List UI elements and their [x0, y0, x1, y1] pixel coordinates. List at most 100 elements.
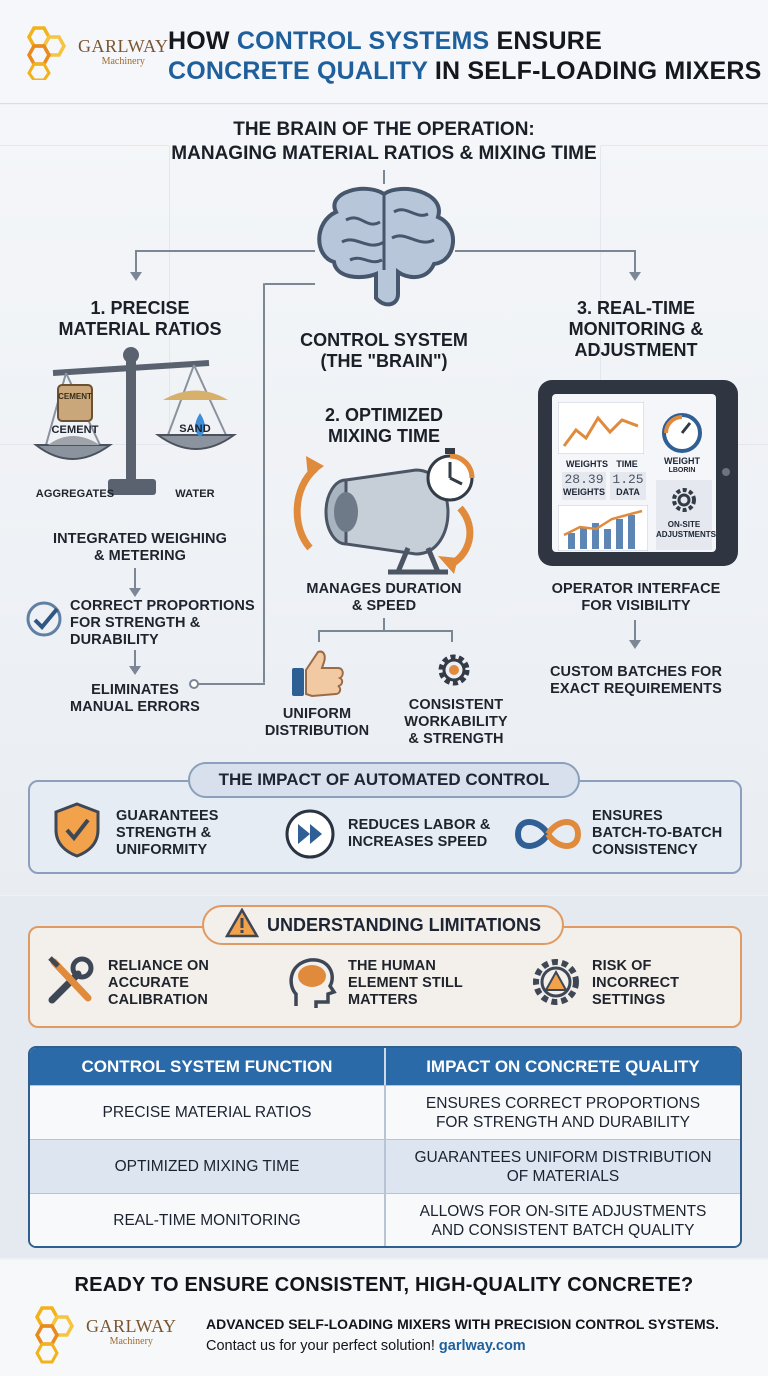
eliminates-errors-text: ELIMINATES MANUAL ERRORS	[70, 682, 200, 715]
infinity-icon	[514, 812, 582, 861]
impact-title: THE IMPACT OF AUTOMATED CONTROL	[188, 762, 580, 798]
connector	[383, 618, 385, 630]
consistent-workability-text: CONSISTENT WORKABILITY & STRENGTH	[404, 697, 508, 747]
connector	[134, 650, 136, 668]
page-title-line1: HOW CONTROL SYSTEMS ENSURE	[168, 27, 602, 55]
weights-tab: WEIGHTS	[566, 459, 608, 469]
logo-name: GARLWAY	[78, 36, 169, 56]
footer-logo[interactable]: GARLWAY Machinery	[26, 1304, 177, 1364]
connector	[451, 630, 453, 642]
gear-warning-icon	[528, 954, 584, 1015]
aggregates-label: AGGREGATES	[35, 488, 115, 500]
time-tab: TIME	[616, 459, 638, 469]
table-header-cell: CONTROL SYSTEM FUNCTION	[30, 1048, 386, 1085]
table-header: CONTROL SYSTEM FUNCTION IMPACT ON CONCRE…	[30, 1048, 740, 1085]
impact-item-3: ENSURES BATCH-TO-BATCH CONSISTENCY	[592, 808, 723, 858]
uniform-distribution-text: UNIFORM DISTRIBUTION	[264, 706, 370, 739]
col1-title: 1. PRECISE MATERIAL RATIOS	[58, 298, 222, 339]
logo-hex-icon	[26, 1304, 82, 1364]
bar-chart-icon	[557, 504, 649, 552]
cta-heading: READY TO ENSURE CONSISTENT, HIGH-QUALITY…	[74, 1274, 694, 1296]
connector	[134, 568, 136, 590]
table-row: PRECISE MATERIAL RATIOS ENSURES CORRECT …	[30, 1085, 740, 1139]
logo[interactable]: GARLWAY Machinery	[18, 24, 169, 82]
connector	[318, 630, 452, 632]
water-label: WATER	[175, 488, 215, 500]
col3-title: 3. REAL-TIME MONITORING & ADJUSTMENT	[568, 298, 704, 360]
manages-duration-text: MANAGES DURATION & SPEED	[306, 581, 462, 614]
cement-label: CEMENT	[51, 424, 99, 436]
arrow-down-icon	[129, 666, 141, 675]
line-chart-icon	[557, 401, 645, 455]
footer-contact: Contact us for your perfect solution! ga…	[206, 1338, 526, 1354]
custom-batches-text: CUSTOM BATCHES FOR EXACT REQUIREMENTS	[549, 664, 723, 697]
table-cell: REAL-TIME MONITORING	[30, 1194, 386, 1246]
gauge-icon	[660, 411, 704, 460]
footer-tagline: ADVANCED SELF-LOADING MIXERS WITH PRECIS…	[206, 1316, 719, 1332]
limitation-item-1: RELIANCE ON ACCURATE CALIBRATION	[108, 958, 209, 1008]
connector	[318, 630, 320, 642]
table-row: REAL-TIME MONITORING ALLOWS FOR ON-SITE …	[30, 1193, 740, 1246]
logo-name: GARLWAY	[86, 1316, 177, 1336]
onsite-label-1: ON-SITE	[667, 520, 701, 529]
connector	[263, 283, 265, 683]
impact-item-1: GUARANTEES STRENGTH & UNIFORMITY	[116, 808, 219, 858]
control-system-label: CONTROL SYSTEM (THE "BRAIN")	[300, 330, 468, 371]
limitation-item-2: THE HUMAN ELEMENT STILL MATTERS	[348, 958, 463, 1008]
shield-check-icon	[52, 802, 102, 863]
wrench-screwdriver-icon	[44, 954, 98, 1013]
impact-item-2: REDUCES LABOR & INCREASES SPEED	[348, 817, 491, 850]
onsite-adjustments-panel[interactable]: ON-SITE ADJUSTMENTS	[656, 480, 717, 550]
website-link[interactable]: garlway.com	[438, 1338, 526, 1354]
table-row: OPTIMIZED MIXING TIME GUARANTEES UNIFORM…	[30, 1139, 740, 1193]
gear-icon	[668, 484, 700, 521]
table-cell: OPTIMIZED MIXING TIME	[30, 1140, 386, 1193]
onsite-label-2: ADJUSTMENTS	[656, 530, 717, 539]
footer	[0, 1260, 768, 1376]
connector	[383, 170, 385, 184]
connector	[634, 250, 636, 272]
warning-icon	[224, 906, 260, 943]
thumbs-up-icon	[290, 648, 346, 705]
arrow-down-icon	[629, 272, 641, 281]
fast-forward-icon	[284, 808, 336, 865]
header: GARLWAY Machinery HOW CONTROL SYSTEMS EN…	[0, 0, 768, 104]
arrow-down-icon	[629, 640, 641, 649]
arrow-down-icon	[130, 272, 142, 281]
table-header-cell: IMPACT ON CONCRETE QUALITY	[426, 1056, 700, 1076]
operator-interface-text: OPERATOR INTERFACE FOR VISIBILITY	[551, 581, 721, 614]
logo-sub: Machinery	[109, 1336, 153, 1347]
page-title-line2: CONCRETE QUALITY IN SELF-LOADING MIXERS	[168, 57, 762, 85]
home-button-icon	[722, 468, 730, 476]
connector	[455, 250, 635, 252]
weights-readout: 28.39 WEIGHTS	[562, 472, 606, 500]
brain-icon	[306, 182, 464, 317]
table-cell: PRECISE MATERIAL RATIOS	[30, 1086, 386, 1139]
comparison-table: CONTROL SYSTEM FUNCTION IMPACT ON CONCRE…	[28, 1046, 742, 1248]
gear-icon	[432, 648, 476, 697]
connector	[634, 620, 636, 642]
correct-proportions-text: CORRECT PROPORTIONS FOR STRENGTH & DURAB…	[70, 598, 255, 648]
cement-bag-label: CEMENT	[58, 392, 92, 401]
connector-dot	[189, 679, 199, 689]
head-brain-icon	[286, 954, 338, 1015]
limitations-title: UNDERSTANDING LIMITATIONS	[202, 905, 564, 945]
check-circle-icon	[24, 599, 64, 644]
logo-sub: Machinery	[101, 56, 145, 67]
arrow-down-icon	[129, 588, 141, 597]
logo-hex-icon	[18, 24, 74, 82]
connector	[265, 283, 315, 285]
limitation-item-3: RISK OF INCORRECT SETTINGS	[592, 958, 680, 1008]
sand-label: SAND	[179, 423, 211, 435]
col2-title: 2. OPTIMIZED MIXING TIME	[324, 405, 443, 446]
section-heading: THE BRAIN OF THE OPERATION: MANAGING MAT…	[171, 119, 597, 164]
mixer-drum-icon	[288, 448, 488, 581]
connector	[196, 683, 265, 685]
connector	[135, 250, 137, 272]
data-readout: 1.25 DATA	[610, 472, 646, 500]
connector	[135, 250, 315, 252]
weighing-text: INTEGRATED WEIGHING & METERING	[52, 531, 228, 564]
